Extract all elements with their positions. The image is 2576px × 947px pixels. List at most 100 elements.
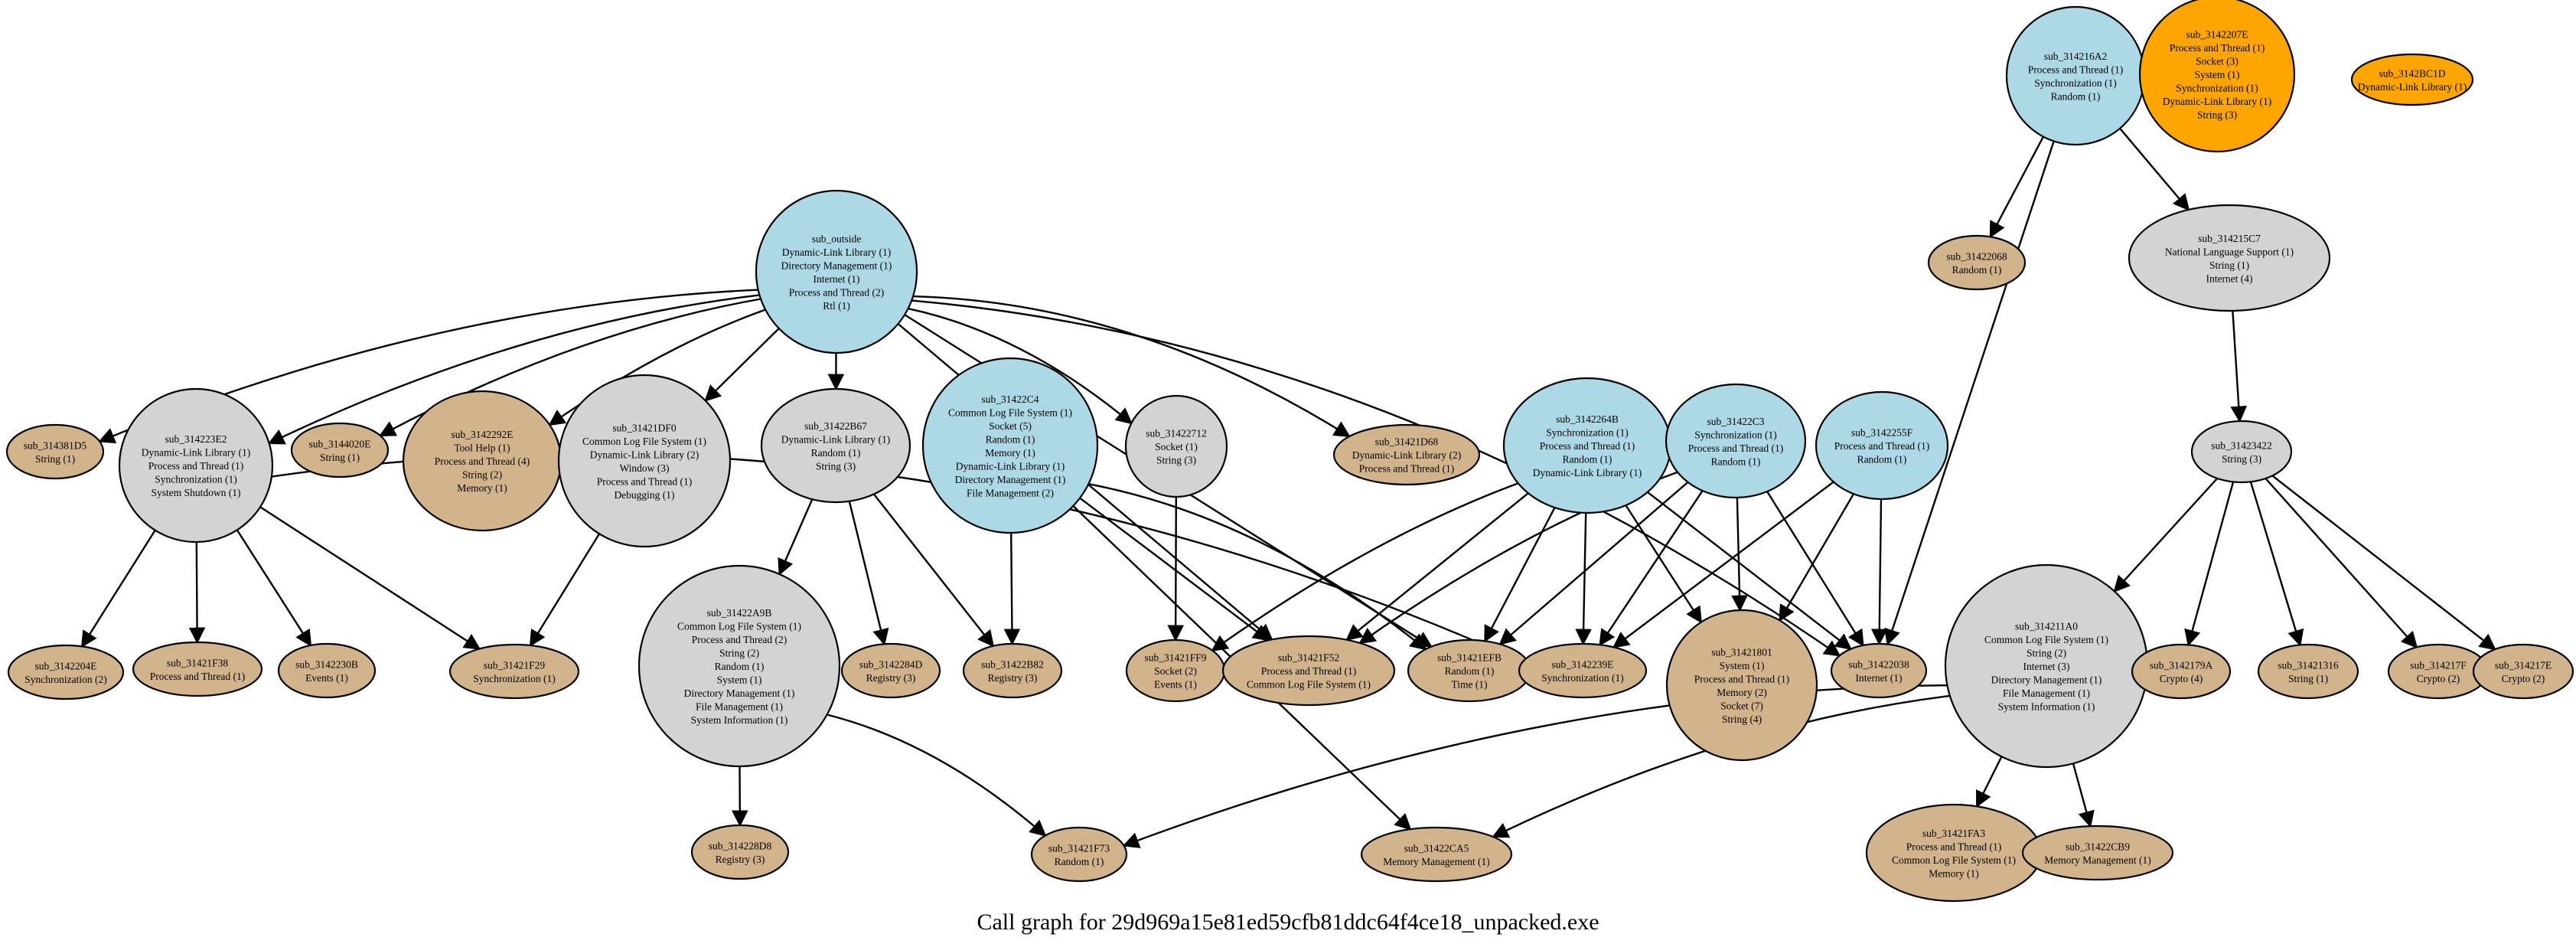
node-api-category: Memory (1) (1929, 867, 1979, 879)
node-ellipse (1332, 423, 1481, 486)
node-api-category: Random (1) (715, 661, 765, 672)
node-ellipse (1830, 642, 1928, 699)
node-api-category: Directory Management (1) (1991, 674, 2102, 686)
node-label: sub_31422A9B (707, 607, 772, 619)
node-api-category: Events (1) (305, 672, 348, 684)
node-api-category: Common Log File System (1) (582, 436, 706, 447)
node-label: sub_31421F29 (484, 659, 546, 671)
node-api-category: Process and Thread (1) (2028, 64, 2124, 75)
node-label: sub_31422B67 (804, 420, 867, 432)
edges-layer (80, 128, 2496, 848)
node-label: sub_3142179A (2150, 659, 2213, 671)
call-edge (778, 498, 814, 576)
node-api-category: File Management (2) (967, 487, 1054, 498)
call-edge (2271, 475, 2496, 651)
node-api-category: Process and Thread (1) (150, 671, 246, 682)
node-api-category: Process and Thread (1) (2170, 42, 2265, 54)
call-edge (704, 328, 780, 402)
node-ellipse (755, 189, 918, 354)
node-api-category: Crypto (4) (2160, 673, 2203, 684)
node-label: sub_31422038 (1848, 658, 1909, 670)
node-api-category: String (1) (35, 453, 75, 465)
node-label: sub_3142204E (35, 660, 97, 671)
node-label: sub_3142284D (859, 658, 923, 670)
call-edge (236, 529, 312, 647)
node-api-category: String (4) (1722, 714, 1762, 725)
node-api-category: Registry (3) (866, 672, 916, 684)
call-edge (911, 299, 1841, 657)
node-ellipse (1865, 803, 2043, 903)
call-edge (1088, 483, 1427, 651)
node-api-category: Dynamic-Link Library (1) (1533, 467, 1642, 478)
node-ellipse (2350, 53, 2474, 106)
node-api-category: Internet (1) (813, 273, 859, 285)
call-edge (827, 714, 1047, 837)
node-api-category: Socket (5) (989, 420, 1032, 432)
call-edge (2184, 482, 2235, 647)
node-api-category: Random (1) (1563, 454, 1612, 465)
node-ellipse (637, 564, 841, 768)
call-edge (529, 533, 601, 647)
node-label: sub_31422CA5 (1404, 842, 1469, 854)
node-api-category: Dynamic-Link Library (1) (2163, 96, 2271, 107)
node-api-category: National Language Support (1) (2165, 246, 2294, 257)
node-api-category: Time (1) (1451, 679, 1487, 691)
node-api-category: Process and Thread (1) (1688, 442, 1784, 454)
node-label: sub_31421FF9 (1144, 652, 1206, 664)
node-ellipse (760, 387, 911, 504)
node-ellipse (2257, 643, 2359, 700)
node-api-category: Synchronization (1) (473, 673, 556, 684)
node-api-category: Window (3) (619, 462, 669, 474)
node-api-category: Dynamic-Link Library (1) (782, 247, 891, 258)
call-edge (848, 501, 889, 646)
node-api-category: Crypto (2) (2502, 673, 2545, 684)
node-api-category: Memory (1) (985, 447, 1035, 459)
node-ellipse (1665, 609, 1818, 762)
call-edge (908, 307, 1133, 425)
node-api-category: System Information (1) (1998, 701, 2095, 713)
call-edge (1599, 490, 1704, 647)
node-api-category: Random (1) (986, 433, 1035, 445)
node-label: sub_314228D8 (709, 840, 772, 851)
node-api-category: String (1) (2209, 260, 2249, 271)
call-edge (1884, 141, 2055, 646)
node-api-category: Dynamic-Link Library (2) (1352, 449, 1461, 461)
node-api-category: Process and Thread (1) (1540, 440, 1635, 452)
call-edge (267, 294, 760, 445)
node-label: sub_outside (812, 233, 862, 244)
node-api-category: Common Log File System (1) (1247, 679, 1371, 691)
node-ellipse (2131, 643, 2232, 700)
node-api-category: Random (1) (1445, 665, 1495, 677)
call-edge (1766, 491, 1864, 647)
node-api-category: File Management (1) (696, 701, 783, 713)
node-label: sub_31422068 (1946, 250, 2007, 262)
node-label: sub_314215C7 (2198, 233, 2261, 244)
node-api-category: Process and Thread (1) (597, 475, 693, 487)
node-api-category: Crypto (2) (2417, 673, 2460, 684)
call-edge (1122, 684, 1948, 848)
call-edge (259, 506, 481, 650)
node-api-category: Synchronization (1) (1694, 429, 1777, 440)
node-api-category: String (2) (2027, 648, 2066, 659)
call-edge (1498, 481, 1689, 645)
node-api-category: String (2) (462, 469, 502, 481)
call-edge (80, 529, 156, 648)
node-api-category: System Information (1) (691, 714, 788, 726)
node-api-category: Socket (2) (1154, 665, 1197, 677)
node-api-category: Events (1) (1154, 679, 1197, 691)
